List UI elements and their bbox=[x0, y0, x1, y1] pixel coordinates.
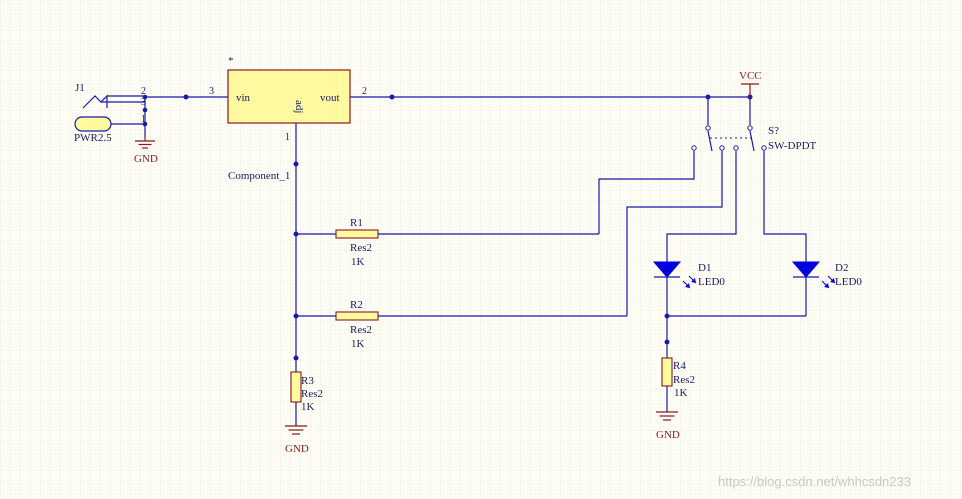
r1-type: Res2 bbox=[350, 242, 372, 254]
r3-type: Res2 bbox=[301, 388, 323, 400]
switch-value: SW-DPDT bbox=[768, 140, 817, 152]
r3-ref: R3 bbox=[301, 375, 314, 387]
regulator-component: * vin vout adj 3 2 1 Component_1 bbox=[209, 55, 367, 182]
gnd-label-r3: GND bbox=[285, 443, 309, 455]
reg-vin-label: vin bbox=[236, 92, 251, 104]
switch-sw-dpdt: S? SW-DPDT bbox=[691, 97, 817, 152]
reg-pin-adj: 1 bbox=[285, 132, 290, 143]
d2-ref: D2 bbox=[835, 262, 848, 274]
reg-adj-label: adj bbox=[293, 100, 305, 113]
gnd-label-r4: GND bbox=[656, 429, 680, 441]
vcc-label: VCC bbox=[739, 70, 762, 82]
r4-value: 1K bbox=[674, 387, 688, 399]
gnd-symbol-r4: GND bbox=[656, 411, 680, 441]
reg-pin-in: 3 bbox=[209, 86, 214, 97]
gnd-symbol-j1: GND bbox=[134, 137, 158, 165]
d1-ref: D1 bbox=[698, 262, 711, 274]
resistor-r4: R4 Res2 1K bbox=[661, 357, 695, 412]
j1-pin-3: 3 bbox=[141, 97, 146, 108]
switch-ref: S? bbox=[768, 125, 779, 137]
led-d1: D1 LED0 bbox=[652, 261, 725, 342]
power-jack-j1: J1 2 3 1 PWR2.5 bbox=[74, 82, 148, 144]
gnd-label-j1: GND bbox=[134, 153, 158, 165]
j1-pin-2: 2 bbox=[141, 86, 146, 97]
gnd-symbol-r3: GND bbox=[285, 425, 309, 455]
vcc-symbol: VCC bbox=[739, 70, 762, 97]
r1-value: 1K bbox=[351, 256, 365, 268]
r4-type: Res2 bbox=[673, 374, 695, 386]
resistor-r3: R3 Res2 1K bbox=[290, 371, 323, 426]
r1-ref: R1 bbox=[350, 217, 363, 229]
reg-ref: * bbox=[228, 55, 234, 67]
r2-value: 1K bbox=[351, 338, 365, 350]
r2-ref: R2 bbox=[350, 299, 363, 311]
resistor-r1: R1 Res2 1K bbox=[296, 217, 599, 268]
j1-value: PWR2.5 bbox=[74, 132, 112, 144]
reg-pin-out: 2 bbox=[362, 86, 367, 97]
reg-value: Component_1 bbox=[228, 170, 290, 182]
r3-value: 1K bbox=[301, 401, 315, 413]
led-d2: D2 LED0 bbox=[791, 261, 862, 316]
r2-type: Res2 bbox=[350, 324, 372, 336]
reg-vout-label: vout bbox=[320, 92, 340, 104]
watermark-text: https://blog.csdn.net/whhcsdn233 bbox=[718, 474, 911, 489]
j1-pin-1: 1 bbox=[141, 114, 146, 125]
d2-value: LED0 bbox=[835, 276, 862, 288]
d1-value: LED0 bbox=[698, 276, 725, 288]
r4-ref: R4 bbox=[673, 360, 686, 372]
j1-ref: J1 bbox=[75, 82, 85, 94]
resistor-r2: R2 Res2 1K bbox=[296, 299, 627, 350]
